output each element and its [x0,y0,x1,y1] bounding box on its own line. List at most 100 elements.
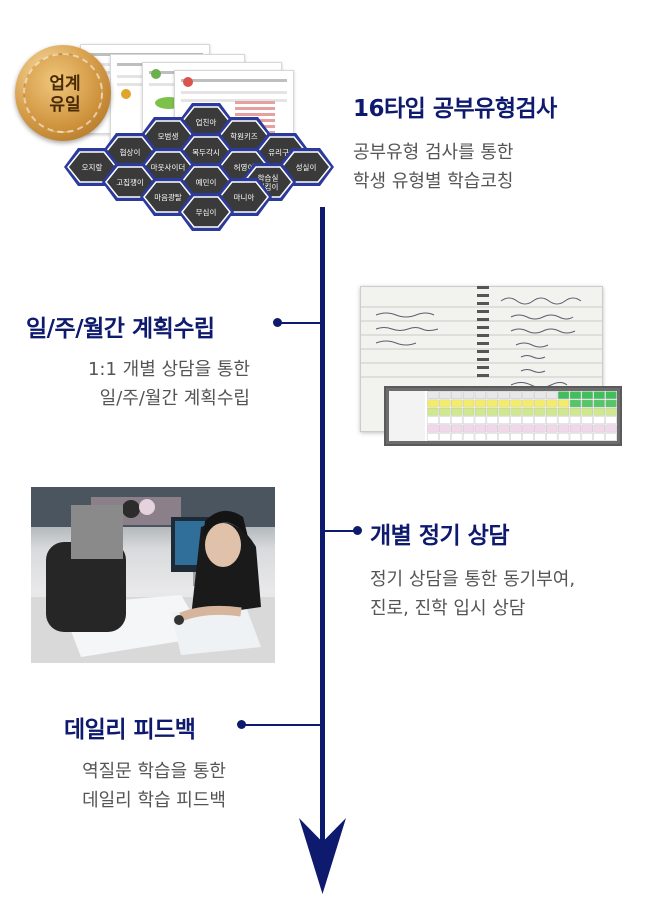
table-cell [522,424,534,433]
table-cell [593,407,605,416]
table-cell [474,416,487,425]
table-cell [593,399,605,408]
table-cell [534,432,546,441]
table-cell [569,407,582,416]
table-cell [451,391,463,400]
table-cell [605,432,617,441]
table-cell [462,391,475,400]
table-cell [462,407,475,416]
table-cell [534,391,546,400]
step4-desc-line1: 역질문 학습을 통한 [82,761,226,782]
table-cell [522,432,534,441]
hexagon-label: 성실이 [296,162,317,172]
hexagon-tile: 마니아 [216,178,272,216]
table-cell [427,432,439,441]
table-cell [522,399,534,408]
table-cell [498,407,510,416]
table-cell [557,424,570,433]
table-cell [510,424,522,433]
table-cell [605,391,617,400]
table-cell [451,407,463,416]
badge-line2: 유일 [49,95,81,115]
table-cell [581,424,593,433]
report-sheet [174,70,294,170]
table-cell [427,391,439,400]
table-cell [534,407,546,416]
table-cell [581,407,593,416]
table-cell [462,424,475,433]
table-cell [486,399,498,408]
table-cell [427,424,439,433]
hexagon-label: 마니아 [234,192,255,202]
table-cell [462,399,475,408]
step4-desc-line2: 데일리 학습 피드백 [82,790,226,811]
table-cell [439,432,451,441]
table-cell [439,391,451,400]
hexagon-tile: 마음광탈 [140,178,196,216]
step1-desc-line1: 공부유형 검사를 통한 [353,142,514,163]
table-cell [605,424,617,433]
table-cell [427,407,439,416]
table-cell [451,432,463,441]
step1-desc: 공부유형 검사를 통한 학생 유형별 학습코칭 [353,138,513,196]
table-cell [439,416,451,425]
table-cell [510,399,522,408]
table-cell [474,391,487,400]
table-cell [451,424,463,433]
table-cell [498,424,510,433]
hexagon-label: 예민이 [196,177,217,187]
step3-desc-line1: 정기 상담을 통한 동기부여, [370,569,576,590]
table-cell [569,416,582,425]
step3-connector-line [324,530,356,532]
table-cell [498,416,510,425]
table-cell [522,416,534,425]
timeline-line [320,207,325,847]
hexagon-label: 학습실 [258,173,279,183]
table-cell [486,424,498,433]
table-cell [498,432,510,441]
table-cell [439,424,451,433]
step4-desc: 역질문 학습을 통한 데일리 학습 피드백 [0,757,226,815]
table-cell [557,391,570,400]
step4-title: 데일리 피드백 [64,717,196,743]
table-cell [581,399,593,408]
hexagon-tile: 오지랖 [64,148,120,186]
badge-line1: 업계 [49,74,81,94]
step2-connector-line [277,322,321,324]
table-cell [510,432,522,441]
table-cell [605,407,617,416]
table-cell [510,416,522,425]
table-cell [498,391,510,400]
table-cell [569,399,582,408]
step2-desc: 1:1 개별 상담을 통한 일/주/월간 계획수립 [20,355,250,413]
table-cell [581,432,593,441]
hexagon-label: 지킴이 [258,182,279,192]
hexagon-label: 무심이 [196,207,217,217]
hexagon-label: 마음광탈 [154,192,182,202]
schedule-table [389,391,617,441]
table-cell [593,391,605,400]
table-cell [427,416,439,425]
step3-connector-dot [353,526,362,535]
step1-desc-line2: 학생 유형별 학습코칭 [353,171,514,192]
table-cell [534,416,546,425]
hexagon-label: 오지랖 [82,163,103,172]
table-cell [546,399,558,408]
table-cell [462,432,475,441]
table-cell [474,424,487,433]
table-cell [486,391,498,400]
table-cell [534,399,546,408]
hexagon-tile: 고집쟁이 [102,163,158,201]
timeline-arrow-icon [299,818,346,894]
table-cell [569,424,582,433]
table-cell [451,399,463,408]
table-cell [605,416,617,425]
table-cell [510,391,522,400]
step3-desc-line2: 진로, 진학 입시 상담 [370,598,526,619]
table-cell [522,407,534,416]
table-cell [593,416,605,425]
table-cell [546,407,558,416]
table-cell [486,432,498,441]
table-cell [462,416,475,425]
table-cell [498,399,510,408]
